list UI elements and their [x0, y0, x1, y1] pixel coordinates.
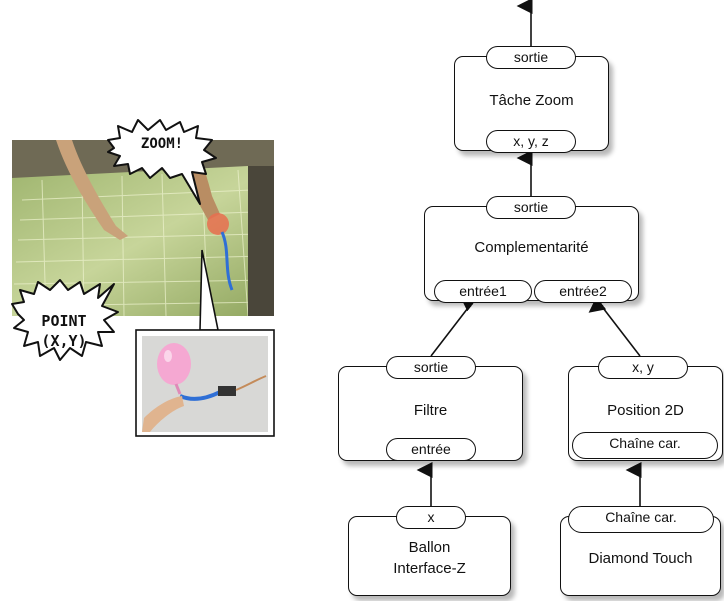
- tache-zoom-output-port: sortie: [486, 46, 576, 69]
- ballon-output-port: x: [396, 506, 466, 529]
- point-caption-line2: (X,Y): [41, 332, 87, 350]
- node-ballon: Ballon Interface-Z: [348, 516, 511, 596]
- zoom-speech-bubble: [107, 119, 217, 205]
- node-ballon-title-line1: Ballon: [408, 539, 451, 556]
- filtre-output-port: sortie: [386, 356, 476, 379]
- node-ballon-title-line2: Interface-Z: [393, 560, 466, 577]
- complementarite-input-port-1: entrée1: [434, 280, 532, 303]
- filtre-input-port: entrée: [386, 438, 476, 461]
- node-filtre-title: Filtre: [413, 402, 448, 419]
- node-tache-zoom-title: Tâche Zoom: [489, 92, 574, 109]
- tache-zoom-input-port: x, y, z: [486, 130, 576, 153]
- point-caption-line1: POINT: [41, 312, 87, 330]
- complementarite-output-port: sortie: [486, 196, 576, 219]
- diamond-touch-output-port: Chaîne car.: [568, 506, 714, 533]
- position-2d-output-port: x, y: [598, 356, 688, 379]
- complementarite-input-port-2: entrée2: [534, 280, 632, 303]
- balloon-photo-drawing: [142, 336, 268, 432]
- point-speech-bubble: [11, 279, 119, 361]
- balloon-inset-photo: [142, 336, 268, 432]
- node-position-2d-title: Position 2D: [607, 402, 684, 419]
- zoom-caption: ZOOM!: [140, 136, 184, 152]
- node-complementarite-title: Complementarité: [474, 239, 589, 256]
- node-diamond-touch-title: Diamond Touch: [588, 550, 693, 567]
- position-2d-input-port: Chaîne car.: [572, 432, 718, 459]
